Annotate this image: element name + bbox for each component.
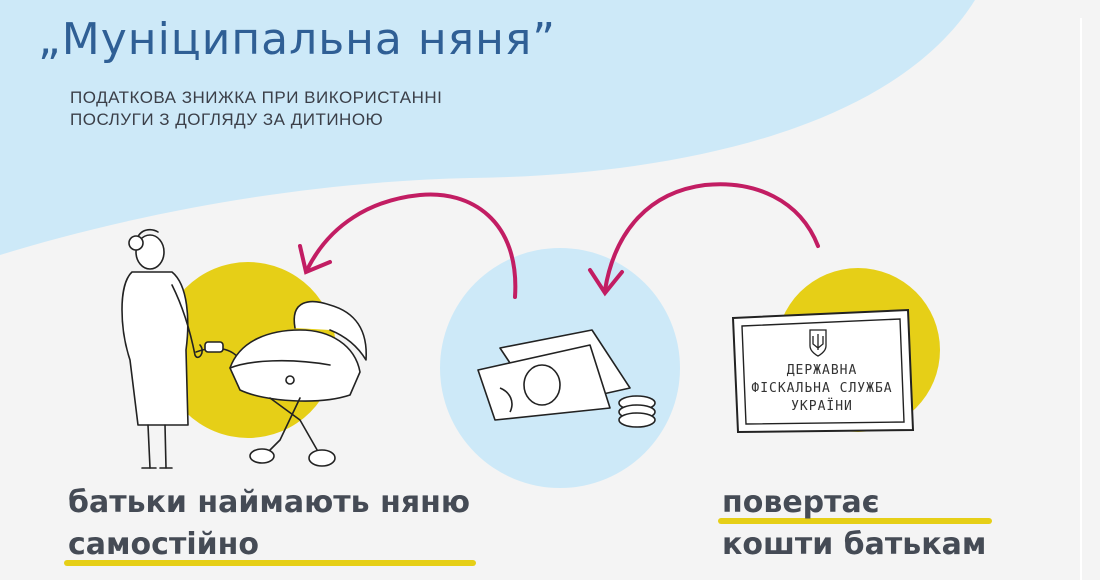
arrow-money-to-nanny (298, 192, 518, 299)
caption-right-highlight: повертає (717, 482, 993, 524)
caption-right-line-2: кошти батькам (722, 527, 987, 562)
tax-office-sign-icon: ДЕРЖАВНА ФІСКАЛЬНА СЛУЖБА УКРАЇНИ (731, 308, 915, 434)
arrow-tax-to-money (588, 182, 820, 297)
subtitle-line-1: ПОДАТКОВА ЗНИЖКА ПРИ ВИКОРИСТАННІ (70, 88, 443, 107)
nanny-with-stroller-icon (121, 228, 367, 469)
right-border (1080, 18, 1082, 580)
page-title: „Муніципальна няня” (38, 14, 557, 65)
header-wave (0, 0, 975, 255)
sign-line-1: ДЕРЖАВНА (787, 363, 858, 378)
sign-line-2: ФІСКАЛЬНА СЛУЖБА (751, 381, 892, 396)
subtitle: ПОДАТКОВА ЗНИЖКА ПРИ ВИКОРИСТАННІ ПОСЛУГ… (70, 87, 442, 131)
caption-right: повертає кошти батькам (717, 482, 993, 566)
subtitle-line-2: ПОСЛУГИ З ДОГЛЯДУ ЗА ДИТИНОЮ (70, 110, 384, 129)
sign-line-3: УКРАЇНИ (791, 398, 853, 414)
caption-left-highlight: самостійно (64, 524, 476, 566)
trident-emblem-icon (809, 329, 827, 357)
caption-left-line-1: батьки наймають няню (68, 485, 470, 520)
money-icon (477, 329, 656, 428)
caption-left: батьки наймають няню самостійно (64, 482, 476, 566)
